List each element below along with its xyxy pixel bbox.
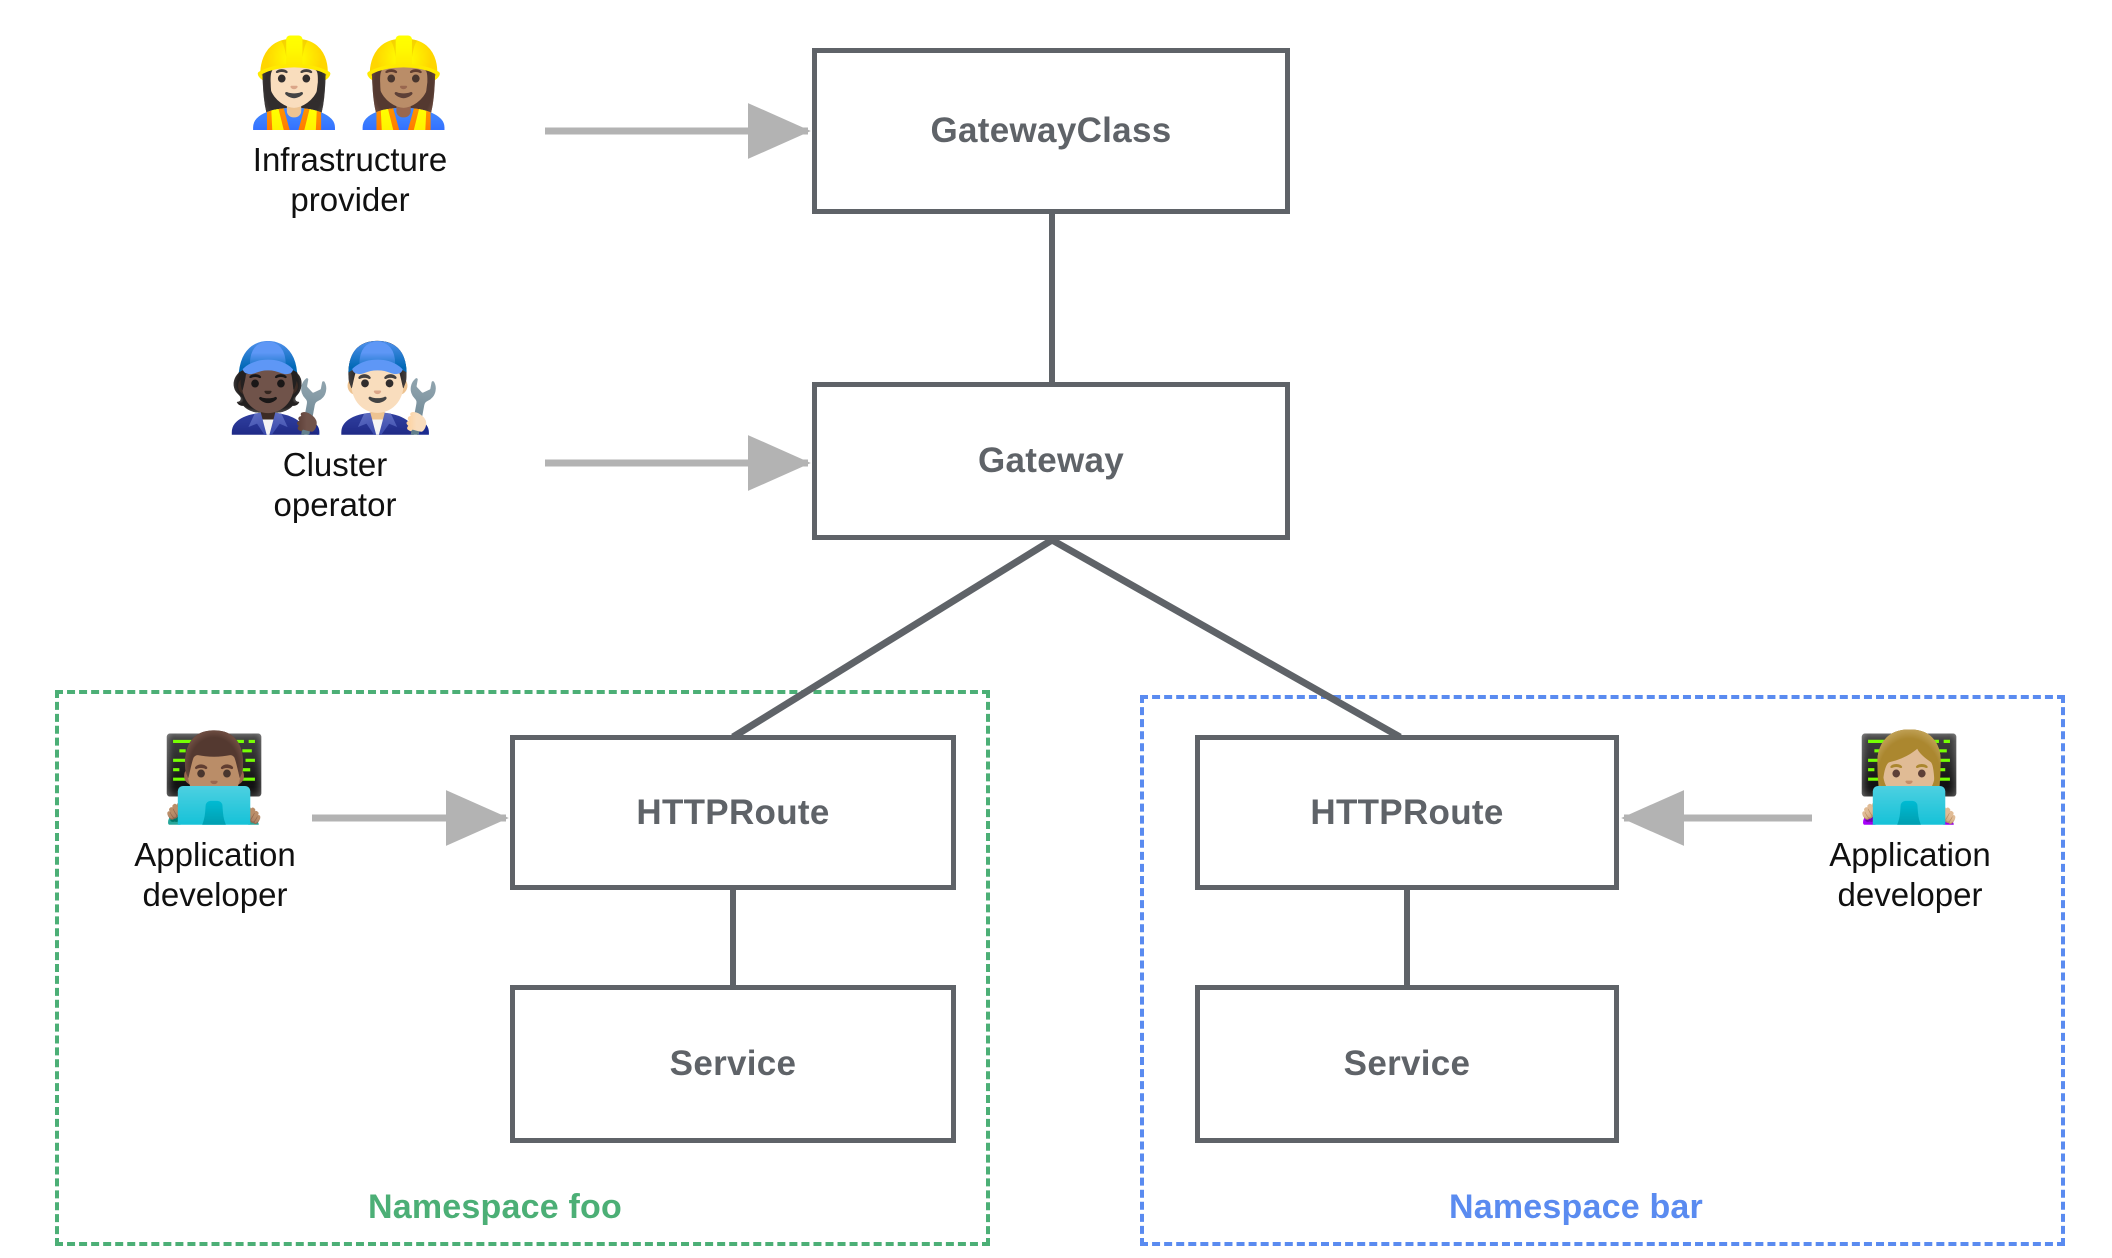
node-gatewayclass[interactable]: GatewayClass xyxy=(812,48,1290,214)
node-gateway-label: Gateway xyxy=(977,441,1125,480)
node-httproute-bar-label: HTTPRoute xyxy=(1310,792,1504,832)
mechanic-icon: 🧑🏿‍🔧👨🏻‍🔧 xyxy=(225,340,445,436)
node-httproute-foo[interactable]: HTTPRoute xyxy=(510,735,956,890)
node-httproute-foo-label: HTTPRoute xyxy=(636,792,830,832)
node-httproute-bar[interactable]: HTTPRoute xyxy=(1195,735,1619,890)
actor-application-developer-foo: 👨🏽‍💻 Application developer xyxy=(95,735,335,916)
actor-application-developer-bar-label: Application developer xyxy=(1829,836,1991,914)
actor-cluster-operator-label: Cluster operator xyxy=(273,446,397,524)
node-service-foo-label: Service xyxy=(669,1044,797,1083)
namespace-foo-container xyxy=(55,690,990,1246)
node-gateway[interactable]: Gateway xyxy=(812,382,1290,540)
namespace-bar-label: Namespace bar xyxy=(1449,1188,1703,1226)
actor-cluster-operator: 🧑🏿‍🔧👨🏻‍🔧 Cluster operator xyxy=(185,345,485,526)
node-service-bar-label: Service xyxy=(1343,1044,1471,1083)
technologist-icon: 👨🏽‍💻 xyxy=(160,730,270,826)
namespace-bar-container xyxy=(1140,695,2065,1246)
actor-infrastructure-provider: 👷🏻‍♀️👷🏽‍♀️ Infrastructure provider xyxy=(200,40,500,221)
node-service-foo[interactable]: Service xyxy=(510,985,956,1143)
technologist-icon: 👩🏼‍💻 xyxy=(1855,730,1965,826)
node-gatewayclass-label: GatewayClass xyxy=(930,111,1172,150)
actor-infrastructure-provider-label: Infrastructure provider xyxy=(252,141,448,219)
actor-application-developer-bar: 👩🏼‍💻 Application developer xyxy=(1790,735,2030,916)
construction-worker-icon: 👷🏻‍♀️👷🏽‍♀️ xyxy=(240,35,460,131)
namespace-foo-label: Namespace foo xyxy=(368,1188,622,1226)
actor-application-developer-foo-label: Application developer xyxy=(134,836,296,914)
node-service-bar[interactable]: Service xyxy=(1195,985,1619,1143)
